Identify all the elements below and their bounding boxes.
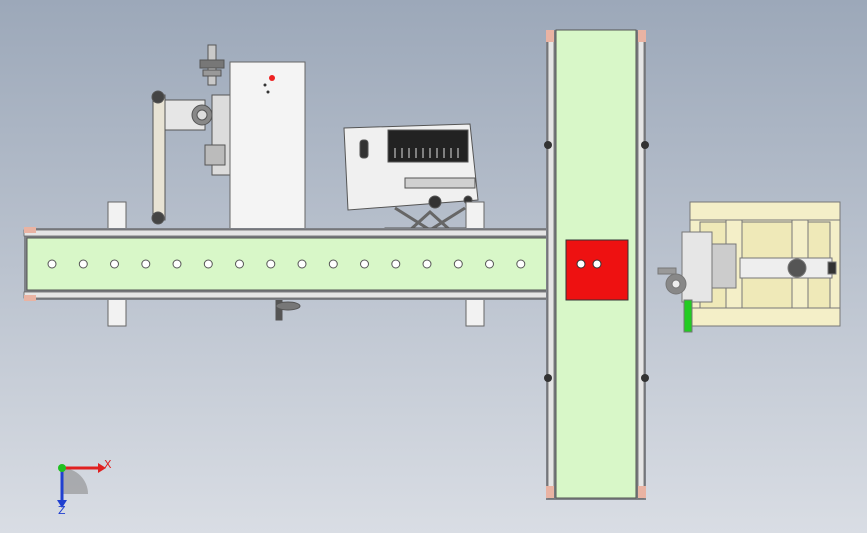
gripper-block <box>681 231 713 303</box>
handwheel <box>275 301 301 311</box>
cross-conveyor-side-left <box>547 31 555 499</box>
conveyor-hole <box>391 259 401 269</box>
conveyor-hole <box>266 259 276 269</box>
conveyor-hole <box>203 259 213 269</box>
triad-x-label: X <box>104 458 112 471</box>
orientation-triad[interactable]: X Z <box>57 458 112 517</box>
conveyor-hole <box>328 259 338 269</box>
post-bottom-right <box>465 295 485 327</box>
red-block-hole <box>576 259 586 269</box>
conveyor-hole <box>78 259 88 269</box>
main-conveyor-rail-bottom <box>23 291 565 299</box>
conveyor-hole <box>453 259 463 269</box>
cross-conveyor[interactable] <box>544 29 649 500</box>
roller-top <box>151 90 165 104</box>
indicator-light <box>269 75 275 81</box>
conveyor-hole <box>360 259 369 269</box>
conveyor-hole <box>172 259 182 269</box>
printer-vent-area <box>387 129 469 163</box>
conveyor-hole <box>110 259 119 269</box>
cross-conveyor-side-right <box>637 31 645 499</box>
conveyor-hole <box>485 259 494 269</box>
right-station <box>657 201 841 333</box>
triad-arc <box>62 468 88 494</box>
conveyor-hole <box>47 259 57 269</box>
main-conveyor-belt <box>26 237 563 291</box>
transfer-red-block <box>565 239 629 301</box>
roller-bottom <box>151 211 165 225</box>
conveyor-hole <box>422 259 432 269</box>
main-conveyor[interactable] <box>23 227 565 301</box>
cross-end-bracket-bl <box>546 486 554 498</box>
lift-arm-left <box>152 94 166 221</box>
triad-x-arrowhead <box>98 463 106 473</box>
conveyor-hole <box>516 259 526 269</box>
triad-z-label: Z <box>58 504 66 517</box>
post-top-right <box>465 201 485 231</box>
slide-arm <box>739 257 833 279</box>
main-conveyor-rail-top <box>23 229 565 237</box>
printer-handle <box>359 139 369 159</box>
end-bracket-left-bottom <box>24 295 36 301</box>
red-block-holes <box>576 259 602 269</box>
green-post <box>683 299 693 333</box>
red-block-hole <box>592 259 602 269</box>
cross-end-bracket-tl <box>546 30 554 42</box>
end-bracket-left-top <box>24 227 36 233</box>
cross-end-bracket-tr <box>638 30 646 42</box>
control-cabinet <box>229 61 306 245</box>
triad-z-arrowhead <box>57 500 67 508</box>
post-top-left <box>107 201 127 231</box>
post-bottom-left <box>107 295 127 327</box>
conveyor-hole <box>141 259 151 269</box>
conveyor-hole <box>297 259 307 269</box>
cross-end-bracket-br <box>638 486 646 498</box>
triad-y-axis <box>58 464 66 472</box>
conveyor-hole <box>235 259 244 269</box>
